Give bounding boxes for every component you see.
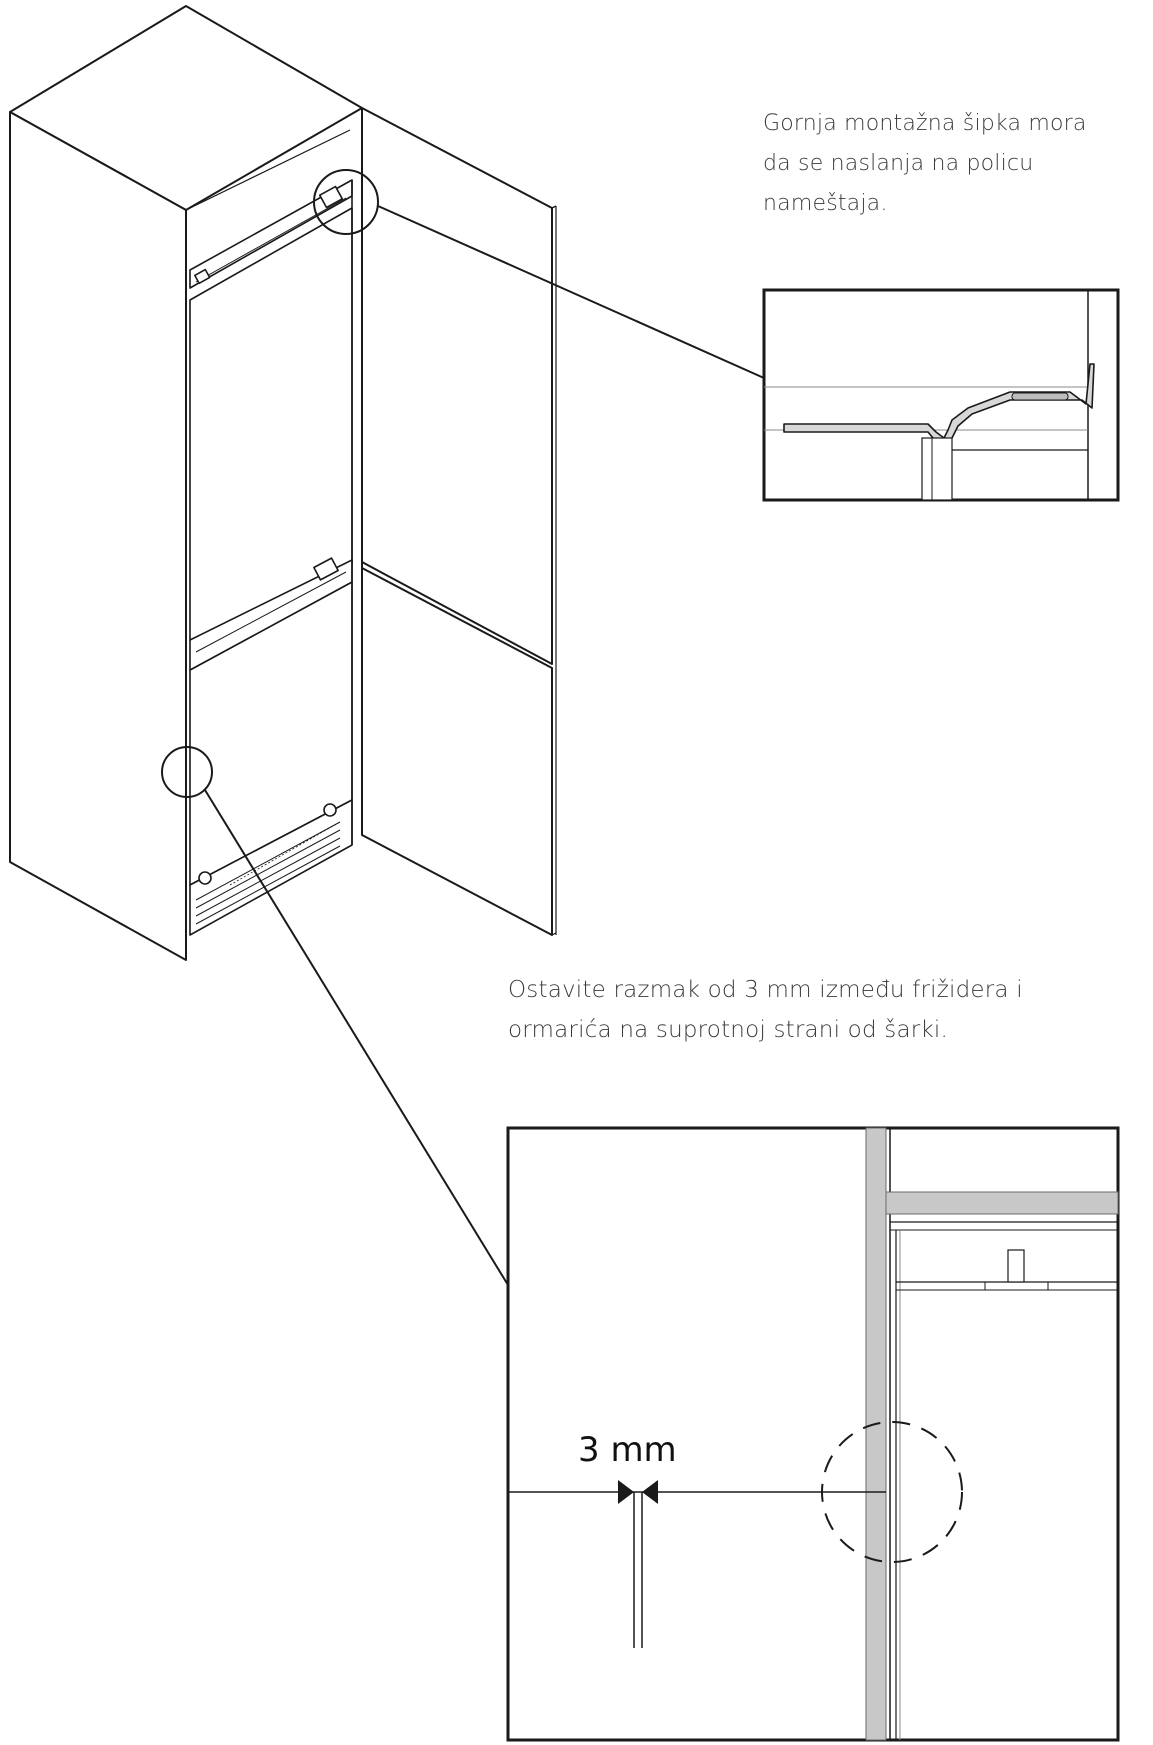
gap-note-line-2: ormarića na suprotnoj strani od šarki. (508, 1017, 949, 1043)
top-note-line-3: nameštaja. (763, 191, 888, 216)
top-note-line-1: Gornja montažna šipka mora (763, 111, 1087, 136)
dimension-arrow-right (642, 1480, 658, 1504)
tall-cabinet (9, 5, 557, 961)
top-note-line-2: da se naslanja na policu (763, 151, 1034, 176)
gap-dimension-label: 3 mm (578, 1430, 677, 1470)
top-callout-circle (313, 169, 379, 235)
bottom-base (189, 799, 353, 936)
gap-note-line-1: Ostavite razmak od 3 mm između frižidera… (508, 977, 1023, 1003)
hinge-peg (1007, 1249, 1025, 1283)
top-leader-line (377, 205, 765, 379)
cabinet-side-panel (865, 1127, 887, 1741)
bottom-detail-box (506, 1126, 1120, 1742)
bottom-callout-circle (161, 746, 213, 798)
dimension-arrow-left (618, 1480, 634, 1504)
top-detail-box (762, 288, 1120, 502)
bottom-leader-line (204, 789, 509, 1286)
refrigerator (189, 179, 353, 936)
cabinet-left-side (9, 111, 187, 961)
gap-note: Ostavite razmak od 3 mm između frižidera… (508, 970, 1148, 1050)
upper-door (361, 107, 553, 665)
top-rail-note: Gornja montažna šipka mora da se naslanj… (763, 104, 1153, 224)
